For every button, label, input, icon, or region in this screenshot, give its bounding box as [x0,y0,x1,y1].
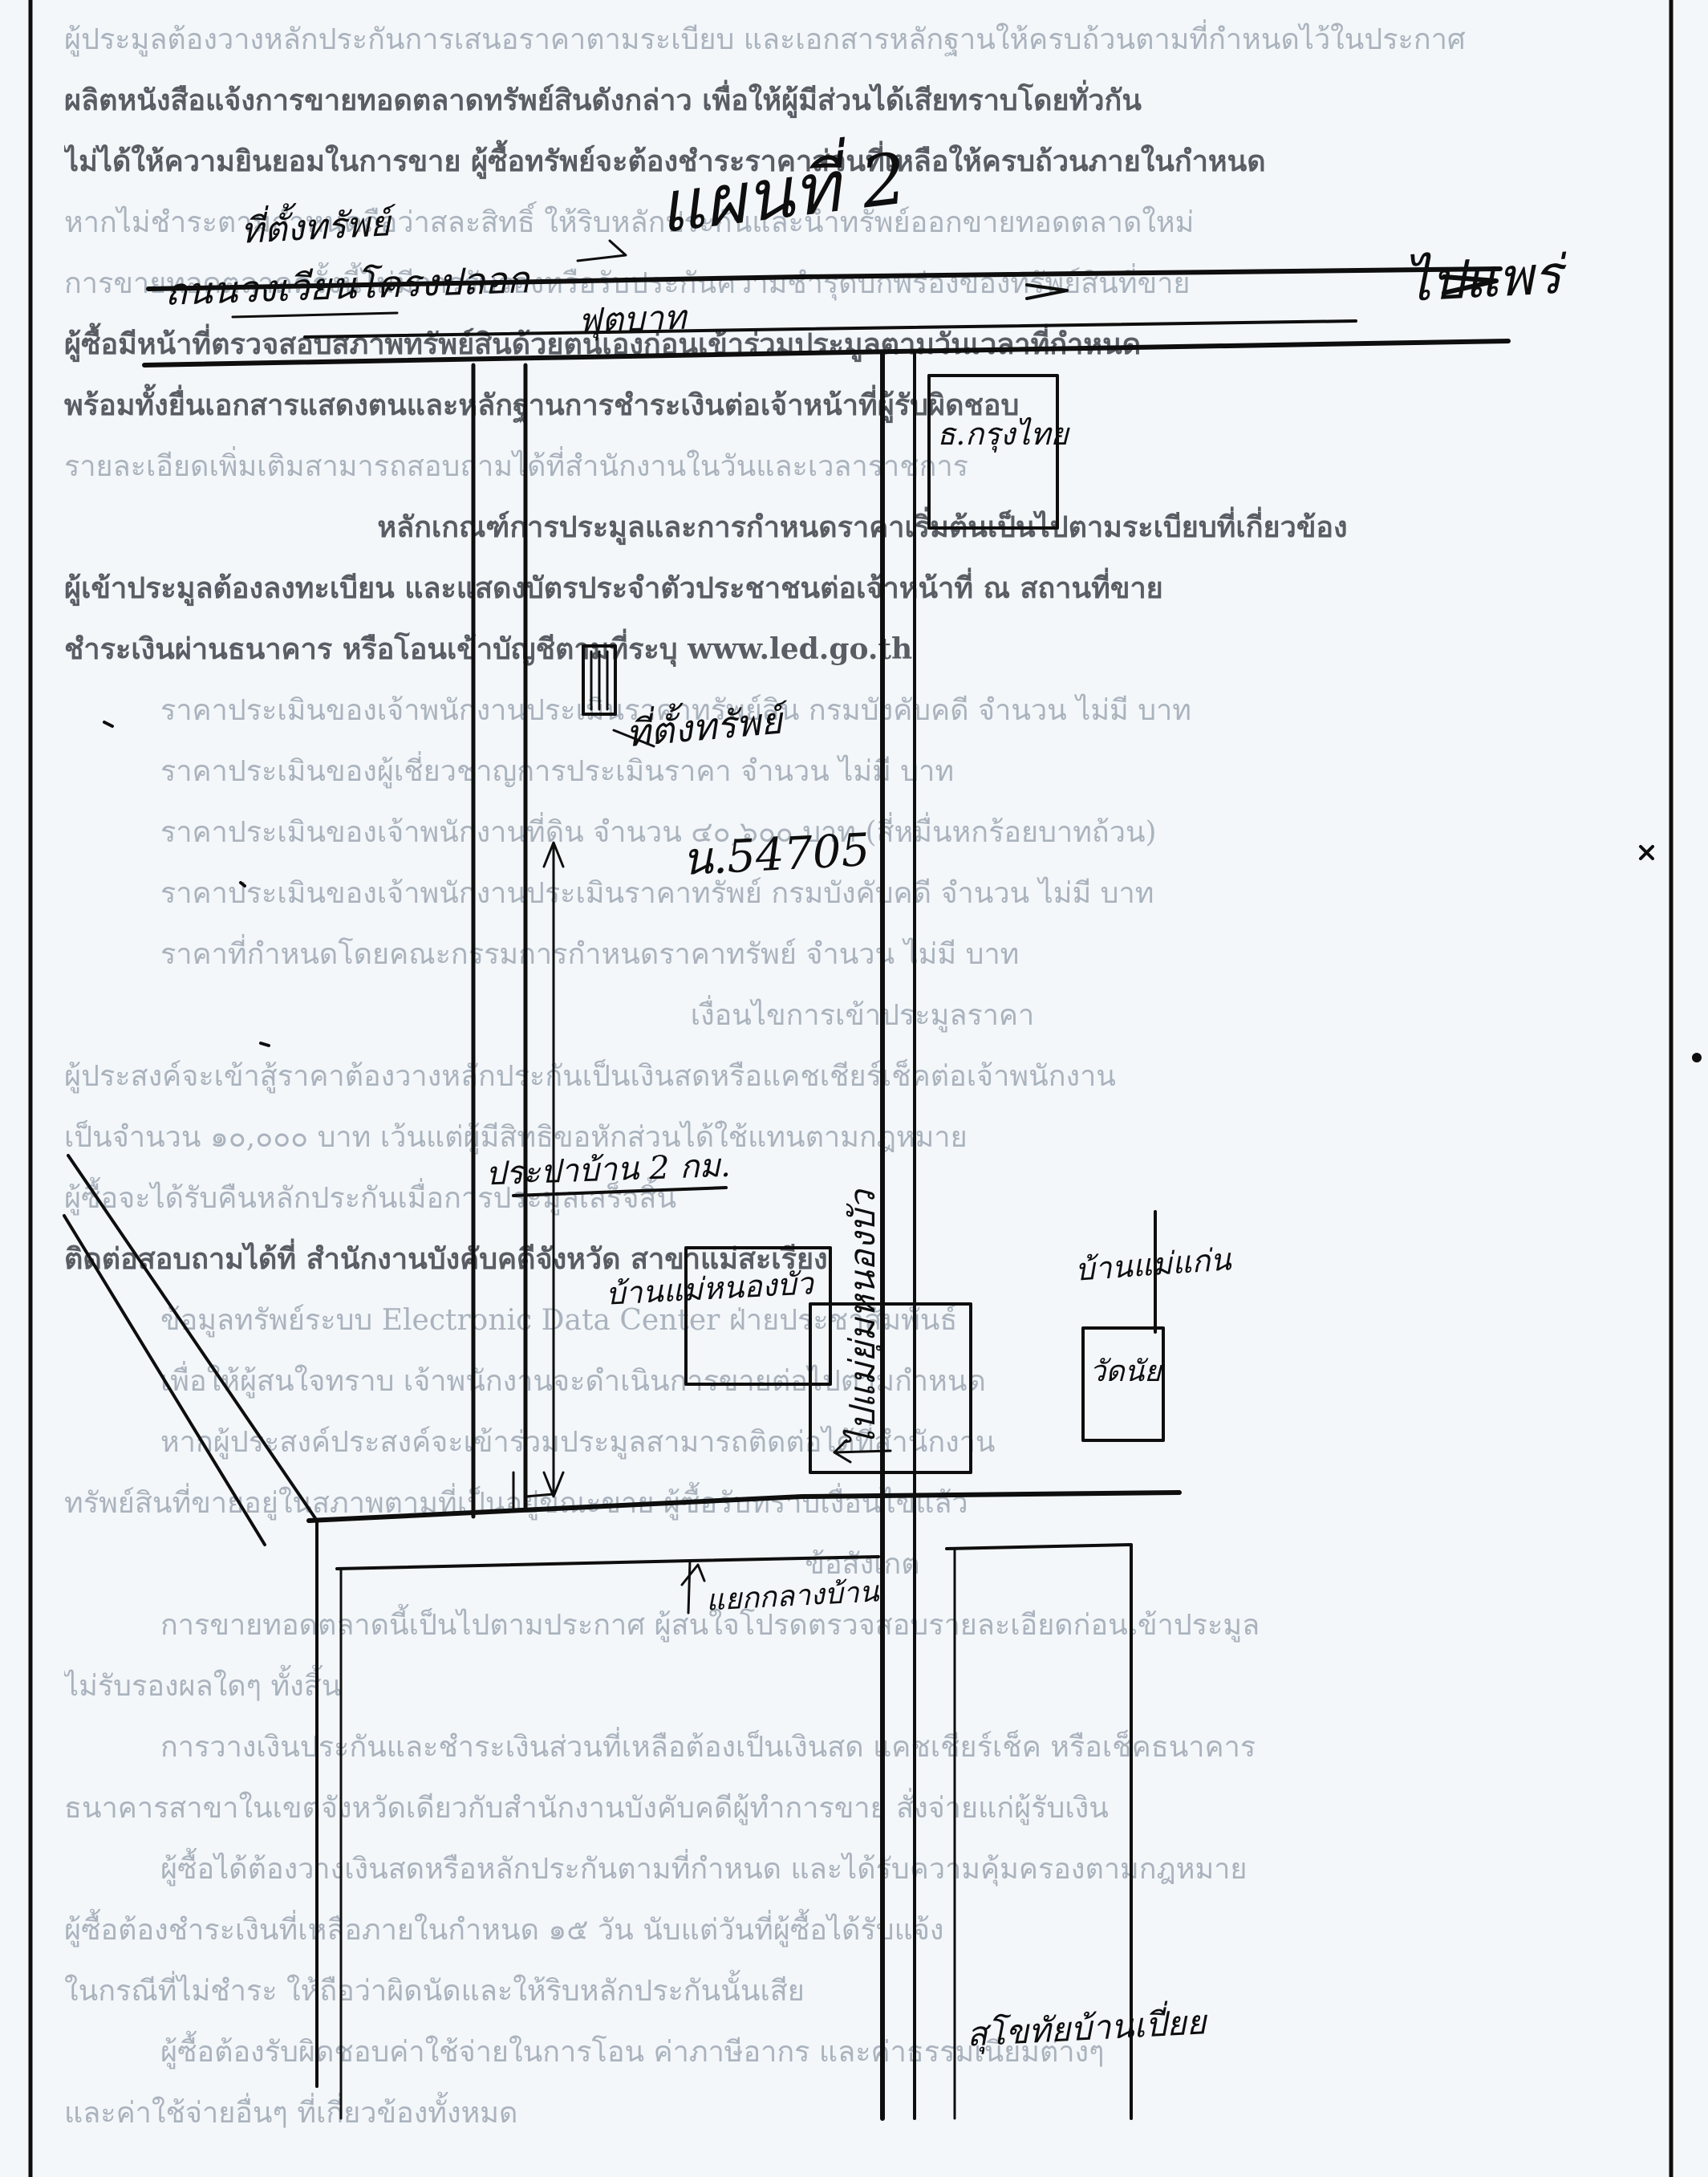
arrow-small-top [576,239,627,262]
diagonal-road-upper [67,1154,318,1522]
bleed-through-line: ธนาคารสาขาในเขตจังหวัดเดียวกับสำนักงานบั… [64,1792,1109,1825]
lower-left-top-edge [335,1555,880,1570]
bleed-through-line: การขายทอดตลาดนี้เป็นไปตามประกาศ ผู้สนใจโ… [160,1609,1260,1642]
bleed-through-line: หากไม่ชำระตามกำหนดถือว่าสละสิทธิ์ ให้ริบ… [64,206,1195,239]
prapha-lane-line [512,1186,728,1197]
bleed-through-line: ผลิตหนังสือแจ้งการขายทอดตลาดทรัพย์สินดัง… [64,83,1142,117]
to-phrae-label: ไปแพร่ [1402,243,1564,315]
bleed-through-line: ชำระเงินผ่านธนาคาร หรือโอนเข้าบัญชีตามที… [64,632,913,666]
arrow-footpath [1025,283,1069,300]
prapha-lane-label: ประปาบ้าน 2 กม. [485,1147,732,1193]
bleed-through-line: ไม่รับรองผลใดๆ ทั้งสิ้น [64,1670,342,1703]
bleed-through-line: ผู้ประสงค์จะเข้าสู้ราคาต้องวางหลักประกัน… [64,1060,1116,1093]
footpath-label: ฟุตบาท [577,297,687,341]
main-road-top [146,266,1503,291]
footpath-line [303,319,1357,339]
bleed-through-line: เป็นจำนวน ๑๐,๐๐๐ บาท เว้นแต่ผู้มีสิทธิขอ… [64,1121,968,1154]
main-road-bottom [142,339,1511,368]
bleed-through-line: การวางเงินประกันและชำระเงินส่วนที่เหลือต… [160,1731,1256,1764]
cross-road [306,1490,1182,1523]
wat-building [1081,1326,1165,1442]
ban-center-marker [687,1559,692,1614]
arrow-to-phrae [1442,274,1499,295]
bleed-through-line: ข้อมูลทรัพย์ระบบ Electronic Data Center … [160,1304,958,1337]
bleed-through-line: และค่าใช้จ่ายอื่นๆ ที่เกี่ยวข้องทั้งหมด [64,2097,518,2130]
bleed-through-line: ในกรณีที่ไม่ชำระ ให้ถือว่าผิดนัดและให้ริ… [64,1975,805,2008]
lower-right-block [945,1543,1133,2120]
bleed-through-line: เงื่อนไขการเข้าประมูลราคา [690,999,1035,1032]
bleed-through-line: ไม่ได้ให้ความยินยอมในการขาย ผู้ซื้อทรัพย… [64,144,1266,178]
bleed-through-line: ราคาประเมินของผู้เชี่ยวชาญการประเมินราคา… [160,755,955,788]
bleed-through-line: เพื่อให้ผู้สนใจทราบ เจ้าพนักงานจะดำเนินก… [160,1365,986,1398]
bleed-through-line: ผู้เข้าประมูลต้องลงทะเบียน และแสดงบัตรปร… [64,571,1163,605]
nong-bua-block [684,1246,832,1386]
bleed-through-line: หลักเกณฑ์การประมูลและการกำหนดราคาเริ่มต้… [377,510,1348,544]
diagonal-road-lower [63,1214,266,1546]
bleed-through-line: ผู้ซื้อต้องชำระเงินที่เหลือภายในกำหนด ๑๕… [64,1914,944,1947]
property-marker [582,644,617,716]
bleed-through-line: ราคาประเมินของเจ้าพนักงานประเมินราคาทรัพ… [160,694,1192,727]
ban-center-label: แยกกลางบ้าน [705,1575,880,1618]
bank-building [927,374,1059,530]
bleed-through-line: ราคาประเมินของเจ้าพนักงานประเมินราคาทรัพ… [160,877,1154,910]
bleed-through-line: ราคาประเมินของเจ้าพนักงานที่ดิน จำนวน ๔๐… [160,816,1157,849]
property-pointer [612,729,655,748]
bleed-through-line: ข้อสังเกต [805,1548,920,1581]
road-name-underline [231,311,399,319]
bleed-through-line: ราคาที่กำหนดโดยคณะกรรมการกำหนดราคาทรัพย์… [160,938,1020,971]
right-lower-block [809,1302,972,1474]
bleed-through-line: ผู้ประมูลต้องวางหลักประกันการเสนอราคาตาม… [64,23,1466,56]
stray-dot [1692,1053,1702,1062]
deed-number: น.54705 [680,823,871,887]
bleed-through-line: ผู้ซื้อจะได้รับคืนหลักประกันเมื่อการประม… [64,1182,677,1215]
bank-label: ธ.กรุงไทย [937,416,1069,452]
bleed-through-line: ทรัพย์สินที่ขายอยู่ในสภาพตามที่เป็นอยู่ข… [64,1487,968,1520]
bleed-through-line: พร้อมทั้งยื่นเอกสารแสดงตนและหลักฐานการชำ… [64,388,1020,422]
to-nong-bua-label: ไปแม่ยุ่มหนองบัว [842,1190,883,1448]
wat-label: วัดนัย [1089,1355,1162,1388]
bleed-through-line: หากผู้ประสงค์ประสงค์จะเข้าร่วมประมูลสามา… [160,1426,996,1459]
bleed-through-line: รายละเอียดเพิ่มเติมสามารถสอบถามได้ที่สำน… [64,450,969,483]
property-label-top: ที่ตั้งทรัพย์ [239,203,392,252]
